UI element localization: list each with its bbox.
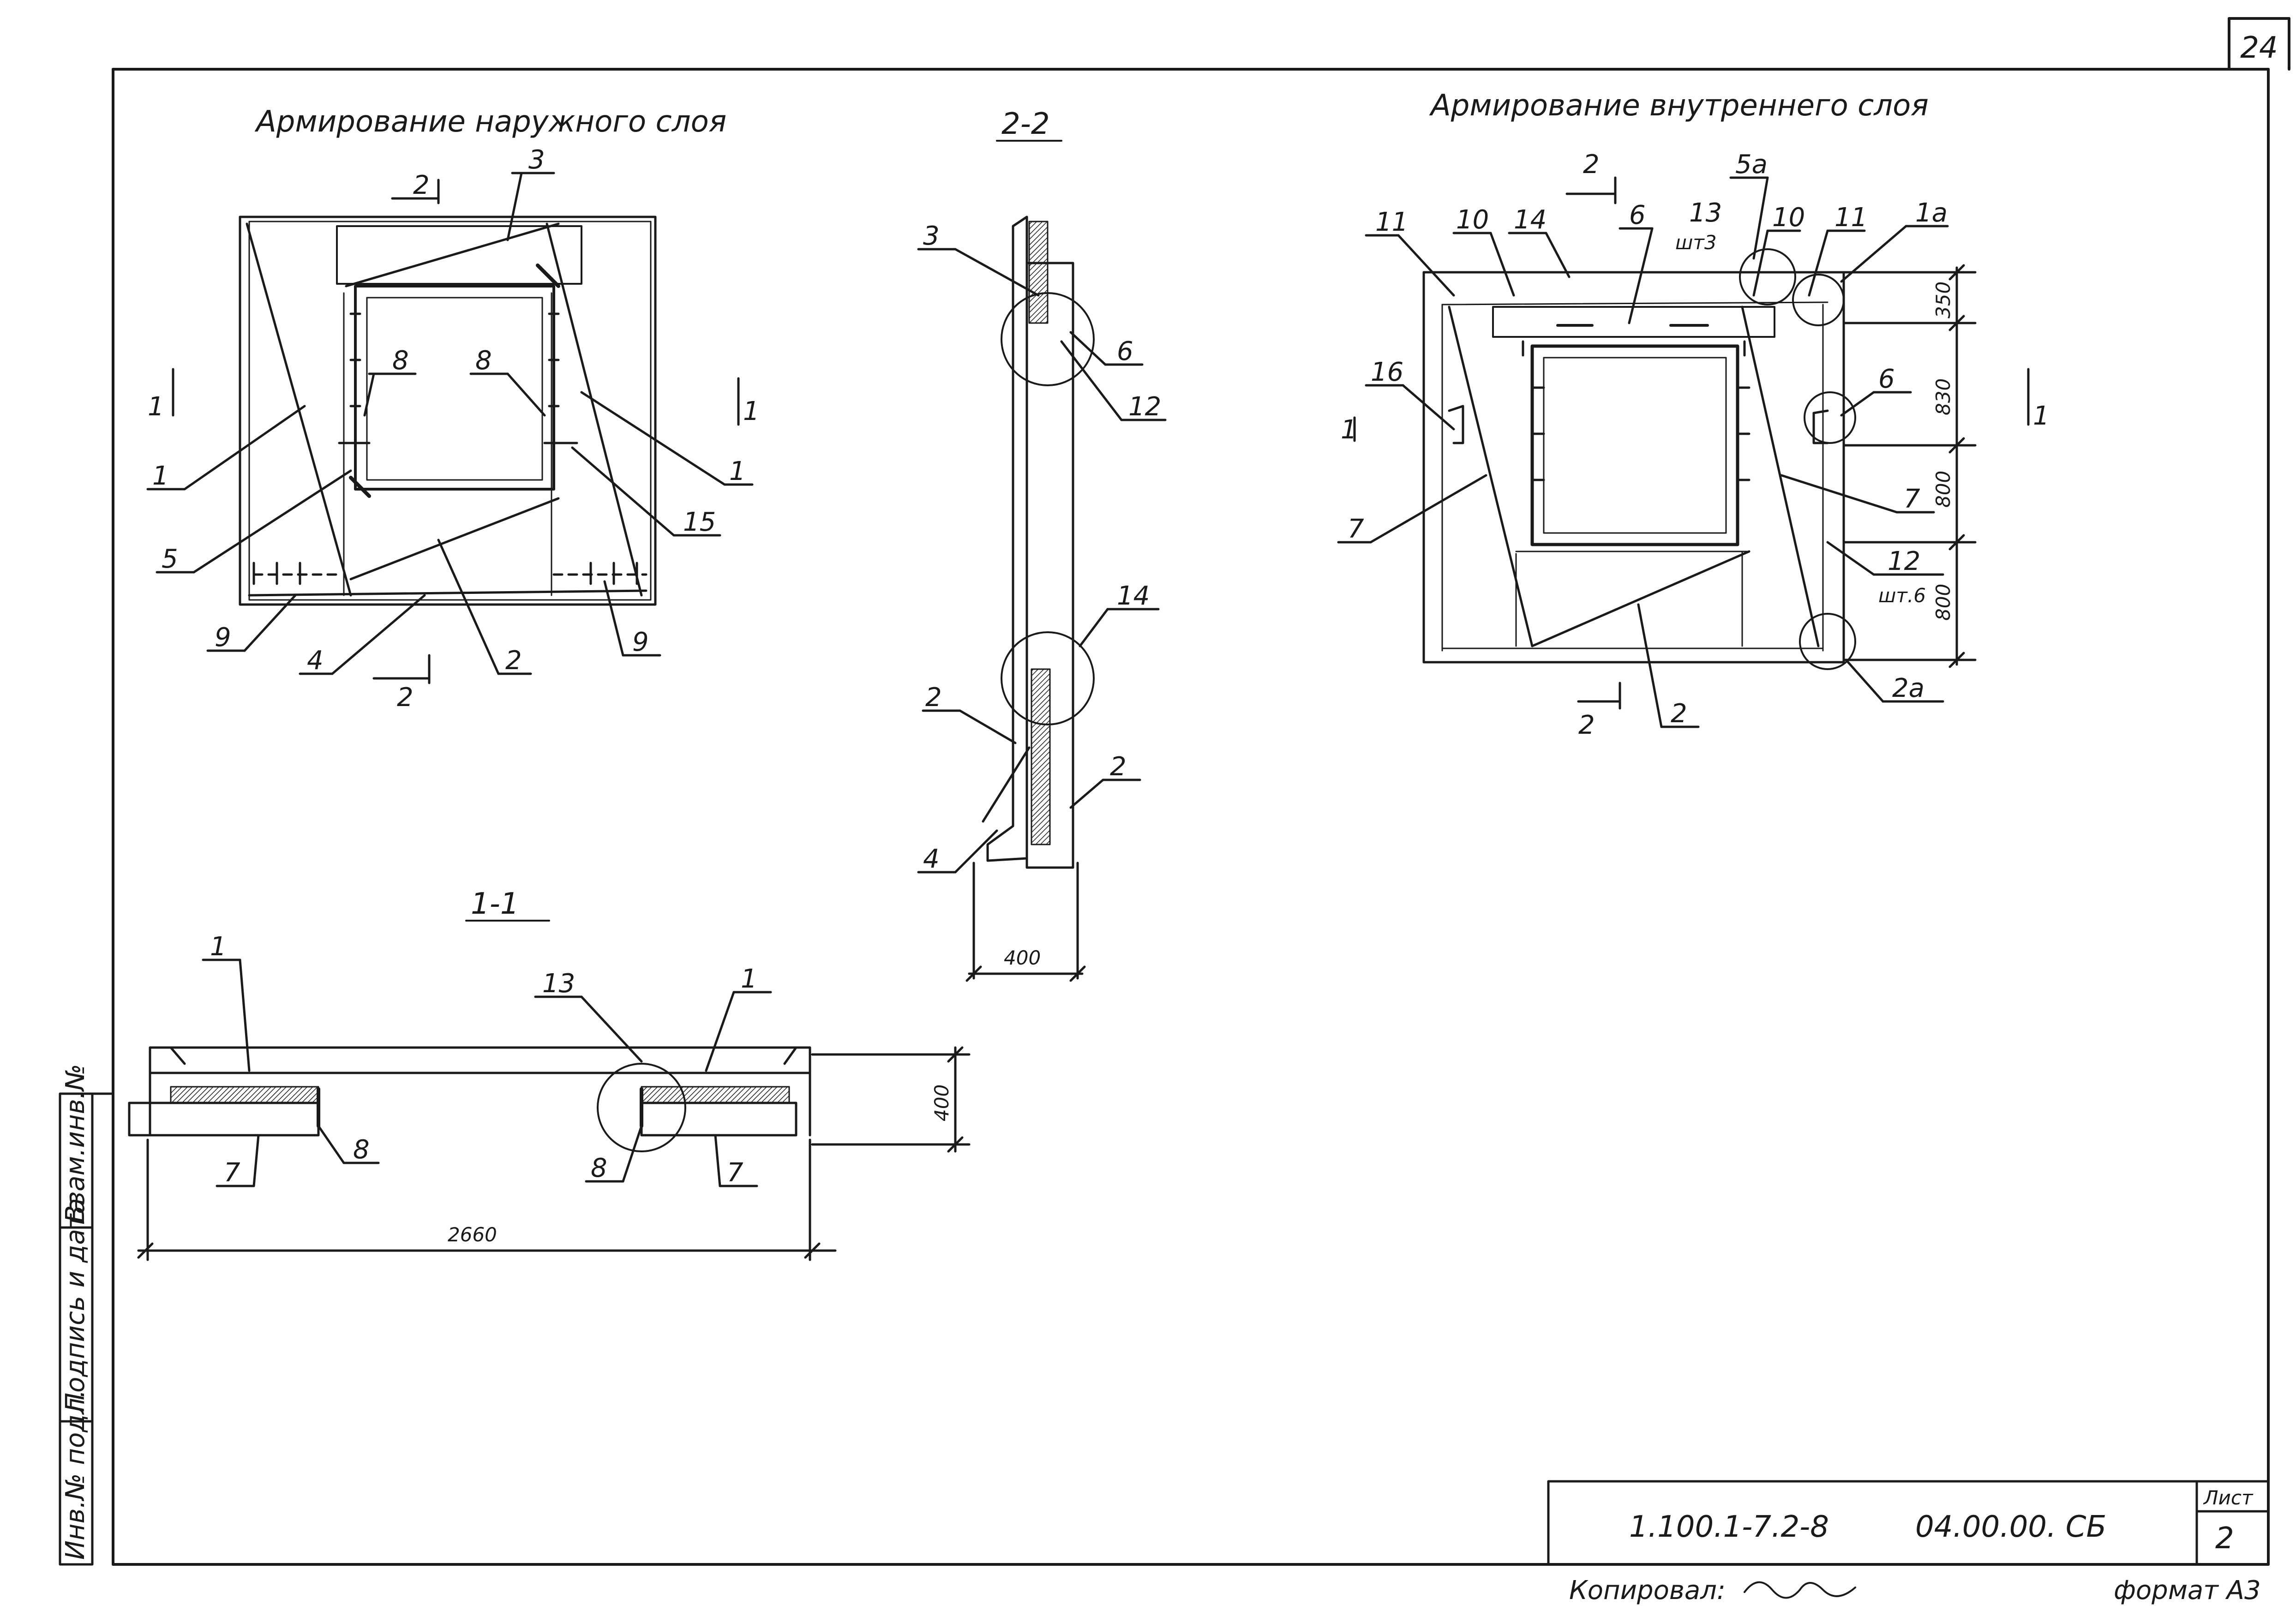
title-block-sheet-label: Лист xyxy=(2203,1486,2254,1509)
footer-copied: Копировал: xyxy=(1569,1575,1726,1605)
s11-dim-height: 400 xyxy=(930,1084,953,1121)
s22-dim-width: 400 xyxy=(1004,946,1041,969)
inner-section-right-mark: 1 xyxy=(2033,401,2050,431)
inner-section-top-mark: 2 xyxy=(1583,150,1600,180)
outer-view-title: Армирование наружного слоя xyxy=(254,105,726,139)
inner-dim-800b: 800 xyxy=(1932,584,1954,621)
outer-mark-9b: 9 xyxy=(632,627,649,657)
sheet-frame xyxy=(112,17,2290,1566)
outer-mark-8b: 8 xyxy=(475,346,492,376)
inner-mark-12: 12 xyxy=(1888,546,1920,576)
side-stamp xyxy=(59,1092,114,1566)
inner-mark-6a: 6 xyxy=(1629,200,1646,230)
outer-mark-5: 5 xyxy=(162,544,178,574)
outer-mark-3: 3 xyxy=(528,145,545,175)
outer-mark-1a: 1 xyxy=(152,461,169,491)
inner-mark-13-qty: шт3 xyxy=(1675,231,1717,254)
outer-section-bottom-mark: 2 xyxy=(397,683,414,713)
s22-mark-6: 6 xyxy=(1117,336,1133,366)
s22-mark-12: 12 xyxy=(1128,392,1161,422)
inner-mark-13: 13 xyxy=(1689,198,1722,228)
title-block-code: 1.100.1-7.2-8 xyxy=(1629,1510,1829,1544)
inner-mark-11b: 11 xyxy=(1834,203,1867,233)
s22-mark-14: 14 xyxy=(1117,581,1150,611)
inner-view-drawing xyxy=(1337,176,2030,728)
s22-mark-2b: 2 xyxy=(1110,752,1127,782)
outer-mark-4: 4 xyxy=(307,646,324,676)
title-block-doc: 04.00.00. СБ xyxy=(1915,1510,2106,1544)
footer-format: формат А3 xyxy=(2114,1575,2261,1605)
s22-mark-3: 3 xyxy=(923,221,940,251)
s11-mark-7b: 7 xyxy=(727,1158,743,1188)
s11-mark-8a: 8 xyxy=(353,1135,370,1165)
title-block xyxy=(1547,1480,2270,1566)
s11-mark-1a: 1 xyxy=(210,932,227,962)
inner-dim-350: 350 xyxy=(1932,281,1954,318)
inner-mark-10a: 10 xyxy=(1456,205,1489,235)
side-stamp-cell-2: Подпись и дата xyxy=(60,1198,90,1412)
s11-mark-8b: 8 xyxy=(591,1153,607,1183)
inner-section-left-mark: 1 xyxy=(1341,415,1357,445)
section-1-1-title: 1-1 xyxy=(471,887,519,921)
inner-dim-800a: 800 xyxy=(1932,471,1954,508)
outer-mark-2: 2 xyxy=(505,646,522,676)
inner-mark-7a: 7 xyxy=(1348,514,1364,544)
outer-mark-9a: 9 xyxy=(215,623,231,653)
inner-dim-830: 830 xyxy=(1932,378,1954,415)
inner-mark-6b: 6 xyxy=(1878,364,1895,394)
s22-mark-4: 4 xyxy=(923,844,940,874)
s11-mark-13: 13 xyxy=(542,969,575,999)
inner-mark-7b: 7 xyxy=(1904,484,1920,514)
outer-mark-8a: 8 xyxy=(392,346,409,376)
outer-section-top-mark: 2 xyxy=(413,170,430,200)
section-2-2-drawing xyxy=(917,216,1167,982)
s22-mark-2a: 2 xyxy=(925,683,942,713)
outer-mark-15: 15 xyxy=(683,507,716,537)
inner-section-bottom-mark: 2 xyxy=(1578,710,1595,740)
outer-section-right-mark: 1 xyxy=(743,396,760,426)
sheet-corner-number: 24 xyxy=(2240,31,2278,65)
s11-mark-7a: 7 xyxy=(224,1158,240,1188)
section-1-1-drawing xyxy=(128,958,971,1261)
inner-mark-1a: 1а xyxy=(1915,198,1948,228)
s11-mark-1b: 1 xyxy=(741,964,757,994)
inner-mark-12-qty: шт.6 xyxy=(1878,584,1926,607)
inner-mark-11a: 11 xyxy=(1375,207,1408,237)
outer-mark-1b: 1 xyxy=(729,456,746,486)
outer-section-left-mark: 1 xyxy=(148,392,164,422)
inner-mark-16: 16 xyxy=(1371,357,1403,387)
inner-mark-5a: 5а xyxy=(1735,150,1768,180)
inner-mark-2a: 2а xyxy=(1892,673,1924,703)
title-block-sheet-number: 2 xyxy=(2215,1521,2234,1556)
inner-mark-2: 2 xyxy=(1671,699,1687,729)
section-2-2-title: 2-2 xyxy=(1001,107,1050,141)
side-stamp-cell-1: Инв.№ подл. xyxy=(60,1389,90,1560)
inner-view-title: Армирование внутреннего слоя xyxy=(1429,89,1929,123)
inner-mark-10b: 10 xyxy=(1772,203,1805,233)
s11-dim-length: 2660 xyxy=(448,1223,497,1246)
copier-signature xyxy=(1744,1581,1856,1599)
inner-mark-14: 14 xyxy=(1514,205,1547,235)
outer-view-drawing xyxy=(146,172,754,684)
side-stamp-cell-3: Взам.инв.№ xyxy=(60,1064,90,1223)
